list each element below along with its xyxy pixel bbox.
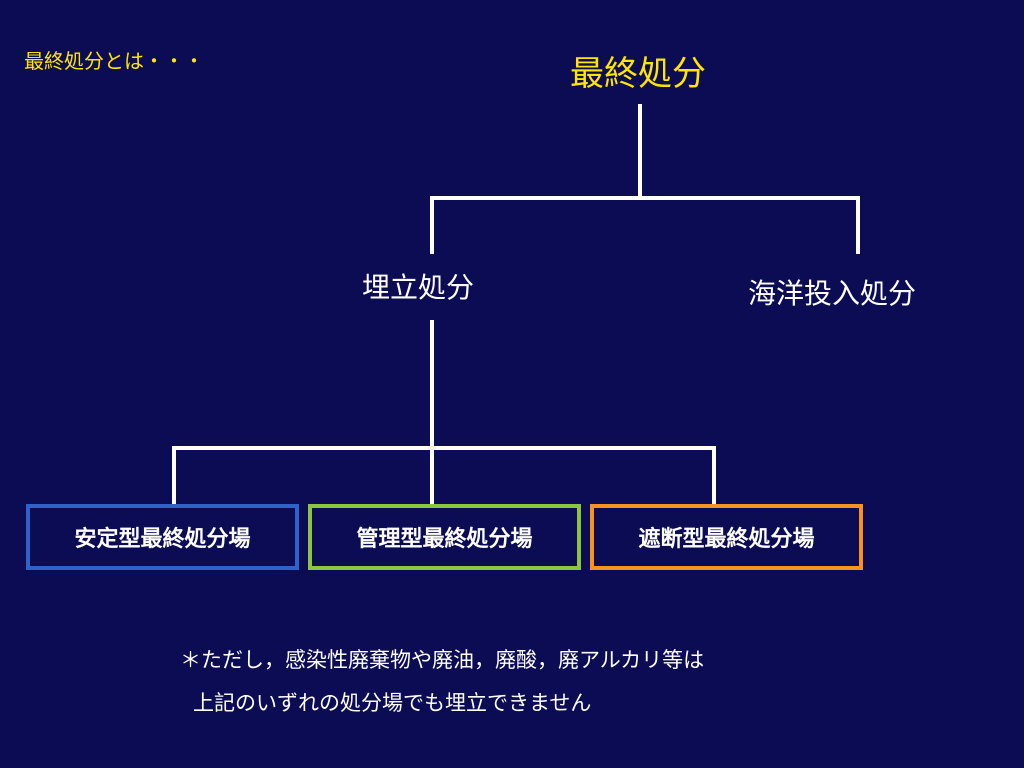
connector-root-down: [638, 104, 642, 198]
note-line-1: ＊ただし，感染性廃棄物や廃油，廃酸，廃アルカリ等は: [180, 648, 705, 672]
box-isolated-label: 遮断型最終処分場: [638, 527, 815, 552]
node-landfill-disposal: 埋立処分: [362, 271, 475, 304]
box-stable-label: 安定型最終処分場: [74, 527, 251, 552]
note-line-2: 上記のいずれの処分場でも埋立できません: [193, 691, 592, 715]
root-node-final-disposal: 最終処分: [570, 54, 706, 94]
node-ocean-disposal: 海洋投入処分: [748, 277, 917, 310]
box-stable-landfill: 安定型最終処分場: [26, 504, 299, 570]
connector-to-isolated: [712, 446, 716, 504]
connector-to-stable: [172, 446, 176, 504]
connector-top-horizontal: [430, 196, 860, 200]
connector-to-ocean: [856, 196, 860, 254]
box-isolated-landfill: 遮断型最終処分場: [590, 504, 863, 570]
connector-bottom-horizontal: [172, 446, 716, 450]
box-managed-label: 管理型最終処分場: [356, 527, 533, 552]
corner-label: 最終処分とは・・・: [24, 49, 204, 73]
connector-landfill-down: [430, 320, 434, 448]
connector-to-managed: [430, 446, 434, 504]
connector-to-landfill: [430, 196, 434, 254]
box-managed-landfill: 管理型最終処分場: [308, 504, 581, 570]
